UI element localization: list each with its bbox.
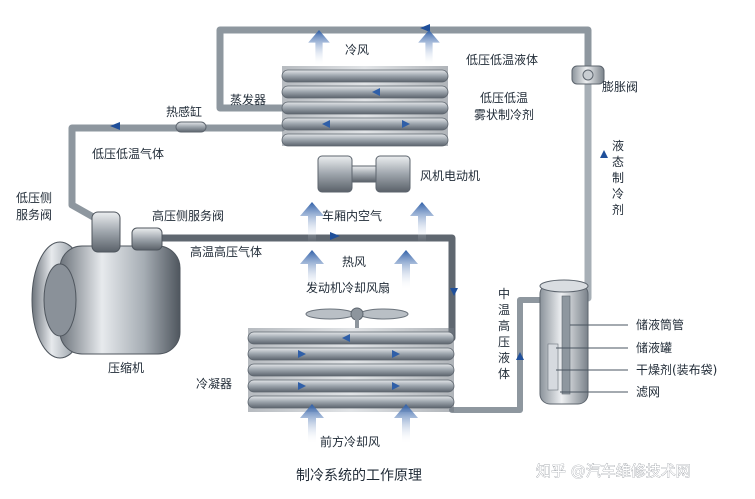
cold-air-label: 冷风 <box>345 43 369 57</box>
diagram-title: 制冷系统的工作原理 <box>296 468 422 484</box>
airflow-arrow-icon <box>308 30 330 66</box>
discharge-line <box>156 234 456 342</box>
condenser-label: 冷凝器 <box>196 376 232 391</box>
compressor-icon <box>31 211 181 359</box>
mist-refrigerant-label-line2: 雾状制冷剂 <box>474 107 534 122</box>
low-pressure-liquid-label: 低压低温液体 <box>466 52 538 67</box>
flow-arrow <box>450 288 458 296</box>
cabin-air-label: 车厢内空气 <box>322 208 382 223</box>
blower-motor-shape <box>317 155 411 193</box>
leader-lines <box>556 324 628 393</box>
thermal-bulb-label: 热感缸 <box>166 104 202 119</box>
hot-air-label: 热风 <box>342 255 366 269</box>
high-temp-gas-label: 高温高压气体 <box>190 244 262 259</box>
airflow-arrow-icon <box>394 250 418 290</box>
mid-temp-liquid-label: 中温高压液体 <box>498 286 510 381</box>
watermark: 知乎 @汽车维修技术网 <box>536 462 691 480</box>
mist-refrigerant-label-line1: 低压低温 <box>480 91 528 105</box>
low-side-service-valve-line1: 低压侧 <box>16 191 52 205</box>
desiccant-label: 干燥剂(装布袋) <box>636 362 717 377</box>
suction-line <box>216 26 592 112</box>
airflow-arrow-icon <box>418 30 440 66</box>
high-side-service-valve-label: 高压侧服务阀 <box>152 208 224 223</box>
cold-air-arrows <box>308 30 440 66</box>
expansion-valve-label: 膨胀阀 <box>602 80 638 94</box>
blower-motor-label: 风机电动机 <box>420 169 480 183</box>
suction-line-lower <box>68 124 286 222</box>
flow-arrows <box>110 24 608 360</box>
flow-arrow <box>600 150 608 158</box>
flow-arrow <box>110 122 120 130</box>
receiver-label: 储液罐 <box>636 340 672 355</box>
fan-icon <box>305 307 409 328</box>
filter-label: 滤网 <box>636 385 660 399</box>
condenser <box>247 328 455 412</box>
front-cooling-air-label: 前方冷却风 <box>320 434 380 449</box>
flow-arrow <box>420 24 430 32</box>
receiver-tube-label: 储液筒管 <box>636 317 684 332</box>
thermal-bulb-shape <box>175 121 207 133</box>
evaporator <box>281 66 449 147</box>
evaporator-label: 蒸发器 <box>230 92 266 107</box>
compressor-label: 压缩机 <box>108 360 144 375</box>
low-side-service-valve-line2: 服务阀 <box>16 207 52 222</box>
labels: 冷风 低压低温液体 膨胀阀 蒸发器 热感缸 低压低温 雾状制冷剂 低压低温气体 … <box>16 43 717 484</box>
receiver-drier <box>539 279 589 405</box>
flow-arrow <box>516 352 524 360</box>
low-pressure-gas-label: 低压低温气体 <box>92 146 164 161</box>
expansion-valve-body <box>571 65 605 85</box>
flow-arrow <box>330 232 340 240</box>
liquid-refrigerant-label: 液态制冷剂 <box>612 138 624 217</box>
engine-cooling-fan-label: 发动机冷却风扇 <box>306 280 390 295</box>
